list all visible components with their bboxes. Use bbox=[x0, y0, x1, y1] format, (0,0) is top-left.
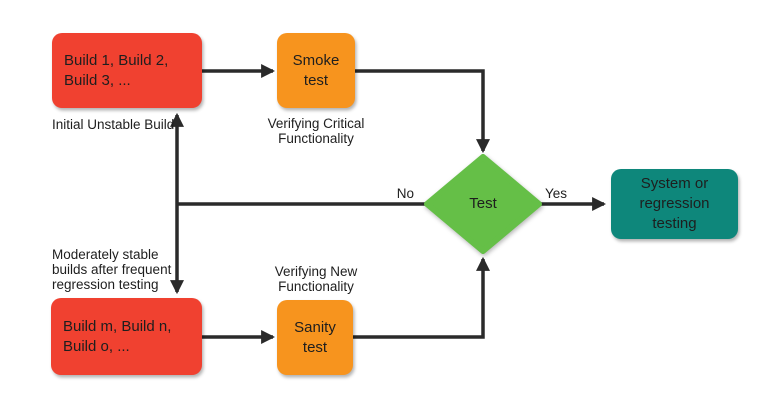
node-initial-builds: Build 1, Build 2, Build 3, ... bbox=[52, 33, 202, 108]
edge-label-yes: Yes bbox=[545, 186, 568, 201]
node-text-line: Build 1, Build 2, bbox=[64, 51, 169, 69]
node-text-line: Sanity bbox=[294, 318, 336, 336]
decision-label: Test bbox=[469, 195, 497, 212]
node-stable-builds: Build m, Build n, Build o, ... bbox=[51, 298, 202, 375]
node-text-line: System or bbox=[640, 175, 709, 192]
annotation-line: Functionality bbox=[278, 279, 354, 294]
node-text-line: Build 3, ... bbox=[64, 71, 131, 89]
annotation-line: Functionality bbox=[278, 131, 354, 146]
node-text-line: Build m, Build n, bbox=[63, 317, 172, 335]
annotation-line: Moderately stable bbox=[52, 247, 159, 262]
node-sanity-test: Sanity test bbox=[277, 300, 353, 375]
node-text-line: Smoke bbox=[292, 51, 340, 69]
annotation-line: builds after frequent bbox=[52, 262, 172, 277]
edge-smoke-test-to-decision bbox=[355, 69, 490, 154]
annotation-verifying-new-functionality: Verifying New Functionality bbox=[246, 264, 386, 294]
node-text-line: Build o, ... bbox=[63, 337, 130, 355]
annotation-line: Verifying Critical bbox=[267, 116, 365, 131]
annotation-line: Verifying New bbox=[274, 264, 358, 279]
node-text-line: test bbox=[303, 71, 329, 89]
node-smoke-test: Smoke test bbox=[277, 33, 355, 108]
node-text-line: regression bbox=[639, 195, 710, 212]
decision-diamond bbox=[424, 154, 542, 254]
annotation-verifying-critical-functionality: Verifying Critical Functionality bbox=[246, 116, 386, 146]
edge-sanity-test-to-decision bbox=[353, 256, 490, 339]
edge-label-no: No bbox=[396, 186, 414, 201]
annotation-line: regression testing bbox=[52, 277, 159, 292]
node-system-regression-testing: System or regression testing bbox=[611, 169, 738, 239]
annotation-moderately-stable-builds: Moderately stable builds after frequent … bbox=[52, 247, 171, 292]
annotation-line: Initial Unstable Build bbox=[52, 117, 175, 132]
node-text-line: test bbox=[302, 338, 328, 356]
annotation-initial-unstable-build: Initial Unstable Build bbox=[52, 117, 174, 132]
node-text-line: testing bbox=[652, 215, 697, 232]
